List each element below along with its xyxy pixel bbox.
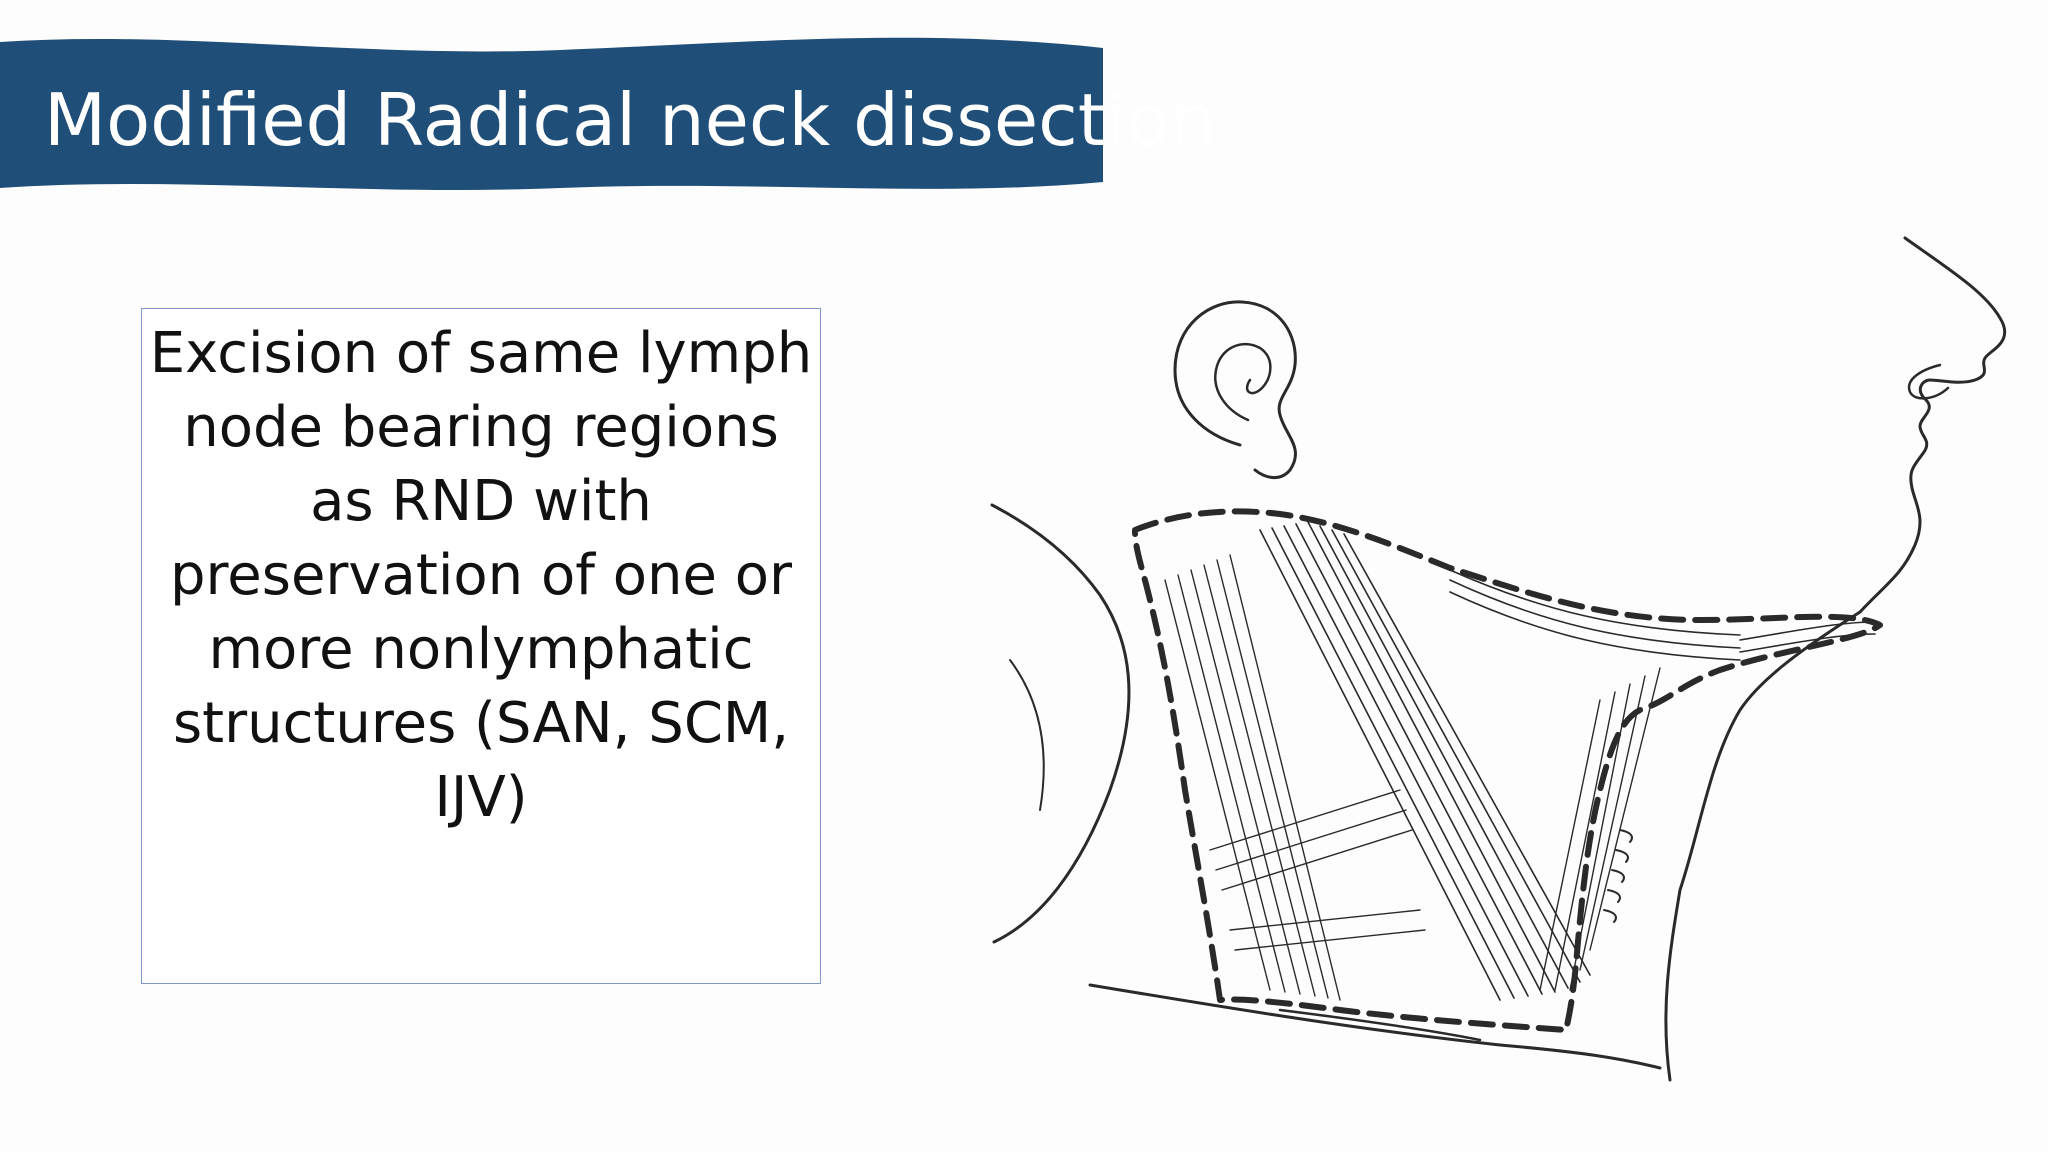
neck-skin-fold <box>1009 659 1045 811</box>
dissection-boundary <box>1132 508 1883 1033</box>
sternocleidomastoid-muscle <box>1259 521 1591 1001</box>
body-text: Excision of same lymph node bearing regi… <box>149 321 813 830</box>
clavicle-line <box>1278 1008 1482 1042</box>
title-banner: Modified Radical neck dissection <box>0 30 1216 205</box>
ear-inner <box>1214 342 1272 422</box>
neck-front-line <box>1664 610 1862 1082</box>
scalene-crossing-muscles <box>1209 789 1426 951</box>
neck-anatomy-drawing <box>990 236 2007 1082</box>
trachea-rings <box>1603 829 1633 923</box>
face-profile <box>1858 236 2007 614</box>
anterior-strap-muscles <box>1539 667 1661 991</box>
posterior-muscles <box>1164 554 1341 1001</box>
slide-title: Modified Radical neck dissection <box>44 78 1216 162</box>
neck-dissection-illustration <box>980 230 2040 1110</box>
neck-back-line <box>990 503 1131 944</box>
ear-outer <box>1173 300 1297 479</box>
body-text-box: Excision of same lymph node bearing regi… <box>141 308 821 984</box>
shoulder-line <box>1088 983 1662 1070</box>
nostril <box>1907 363 1950 400</box>
banner-shape <box>0 37 1103 190</box>
